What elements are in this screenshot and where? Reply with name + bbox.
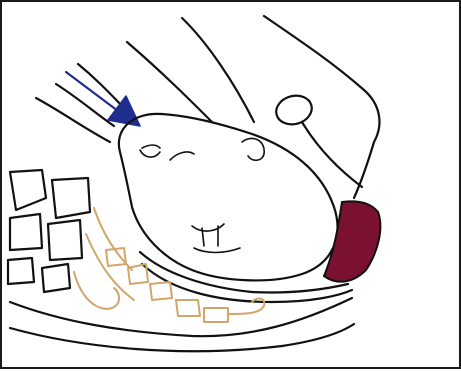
bone-segment: [204, 308, 228, 322]
upper-contours: [127, 16, 379, 198]
vertebra: [42, 264, 70, 292]
finger-lines: [36, 64, 128, 142]
vertebrae-left: [8, 170, 90, 292]
brow: [170, 152, 194, 160]
contour-line: [127, 42, 212, 122]
contour-line: [302, 122, 362, 187]
vertebra: [48, 220, 82, 260]
lower-contours: [10, 298, 354, 351]
oval-landmark: [273, 92, 315, 128]
bone-curve: [74, 272, 119, 309]
contour-line: [10, 298, 352, 336]
infant-figure: [119, 114, 338, 281]
spine-structure: [74, 208, 264, 322]
vertebra: [10, 214, 42, 250]
vertebra: [10, 170, 46, 210]
tissue-region: [324, 201, 380, 281]
bone-segment: [150, 282, 172, 300]
hand-detail: [192, 224, 240, 253]
ear: [242, 138, 264, 160]
contour-line: [354, 142, 374, 198]
bone-segment: [176, 300, 200, 316]
cavity-line: [142, 264, 352, 302]
eye: [140, 150, 160, 157]
vertebra: [8, 258, 34, 284]
contour-line: [10, 324, 354, 351]
contour-line: [182, 18, 254, 122]
eye-lid: [142, 145, 160, 148]
contour-line: [264, 16, 379, 142]
vertebra: [52, 178, 90, 218]
finger-line: [36, 98, 110, 142]
infant-body-outline: [119, 114, 338, 281]
